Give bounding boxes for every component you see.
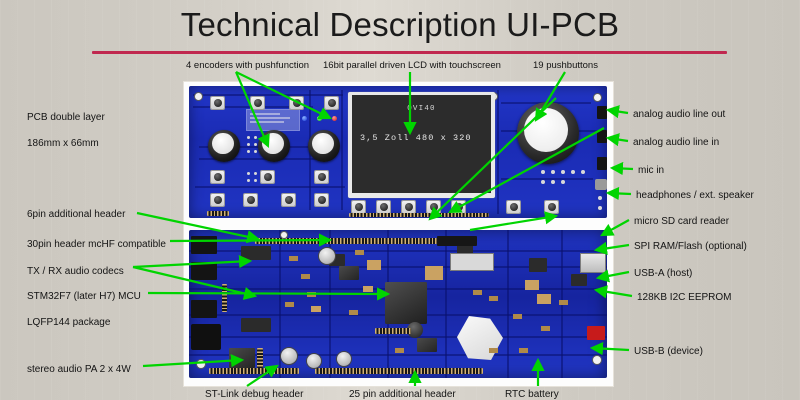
line-out-jack[interactable] [597, 106, 607, 119]
led-blue [302, 116, 307, 121]
electrolytic-capacitor [307, 354, 321, 368]
page-title: Technical Description UI-PCB [180, 6, 620, 43]
pushbutton[interactable] [261, 171, 274, 183]
bottom-edge-pads [349, 213, 489, 217]
callout-label-pushbuttons: 19 pushbuttons [533, 60, 598, 71]
pushbutton[interactable] [211, 97, 224, 109]
callout-label-pcb-layer: PCB double layer [27, 112, 105, 123]
callout-label-audio-codecs: TX / RX audio codecs [27, 266, 124, 277]
header-6pin [207, 211, 229, 216]
rotary-encoder[interactable] [258, 130, 290, 162]
title-underline-rule [92, 51, 727, 54]
pushbutton[interactable] [282, 194, 295, 206]
audio-codec-ic-tx [241, 246, 271, 260]
callout-label-hdr-25pin: 25 pin additional header [349, 389, 456, 400]
spi-ram-flash-ic [529, 258, 547, 272]
pushbutton[interactable] [290, 97, 303, 109]
callout-label-mcu: STM32F7 (later H7) MCU [27, 291, 141, 302]
callout-label-usb-b: USB-B (device) [634, 346, 703, 357]
electrolytic-capacitor [319, 248, 335, 264]
audio-jack[interactable] [191, 236, 217, 254]
power-jack[interactable] [191, 324, 221, 350]
rotary-encoder[interactable] [308, 130, 340, 162]
pushbutton[interactable] [211, 171, 224, 183]
audio-codec-ic-rx [241, 318, 271, 332]
pushbutton[interactable] [352, 201, 365, 213]
pushbutton[interactable] [244, 194, 257, 206]
callout-label-rtc-battery: RTC battery [505, 389, 559, 400]
headphone-jack[interactable] [595, 179, 607, 190]
pushbutton[interactable] [211, 194, 224, 206]
callout-label-lcd: 16bit parallel driven LCD with touchscre… [323, 60, 501, 71]
mic-in-jack[interactable] [597, 157, 607, 170]
callout-label-usb-a: USB-A (host) [634, 268, 693, 279]
stm32-mcu [385, 282, 427, 324]
pushbutton[interactable] [452, 201, 465, 213]
callout-label-line-out: analog audio line out [633, 109, 726, 120]
ui-board-top: OVI40 3,5 Zoll 480 x 320 [189, 86, 607, 218]
pushbutton[interactable] [545, 201, 558, 213]
header-25pin [315, 368, 483, 374]
callout-label-sd-reader: micro SD card reader [634, 216, 730, 227]
callout-label-headphones: headphones / ext. speaker [636, 190, 754, 201]
callout-label-hdr-6pin: 6pin additional header [27, 209, 126, 220]
audio-jack[interactable] [191, 262, 217, 280]
pcb-photo: OVI40 3,5 Zoll 480 x 320 [184, 82, 613, 386]
st-link-debug-header [375, 328, 411, 334]
header-30pin-mchf [255, 238, 455, 244]
bottom-edge-header-left [209, 368, 299, 374]
main-board-bottom [189, 230, 607, 378]
lcd-line-2: 3,5 Zoll 480 x 320 [360, 133, 472, 143]
callout-label-mic-in: mic in [638, 165, 665, 176]
callout-label-eeprom: 128KB I2C EEPROM [637, 292, 732, 303]
left-edge-pinstrip [222, 284, 227, 312]
pushbutton[interactable] [377, 201, 390, 213]
stereo-audio-pa-ic [229, 348, 255, 368]
pushbutton[interactable] [402, 201, 415, 213]
callout-label-audio-pa: stereo audio PA 2 x 4W [27, 364, 131, 375]
lcd-line-1: OVI40 [407, 105, 436, 113]
regulator-ic [339, 266, 359, 280]
capacitor [407, 322, 423, 338]
callout-label-stlink: ST-Link debug header [205, 389, 304, 400]
callout-label-line-in: analog audio line in [633, 137, 720, 148]
usb-a-host-connector[interactable] [581, 254, 605, 272]
pushbutton[interactable] [251, 97, 264, 109]
usb-b-device-connector[interactable] [587, 326, 605, 340]
line-in-jack[interactable] [597, 130, 607, 143]
rotary-encoder[interactable] [208, 130, 240, 162]
callout-label-spi-ram: SPI RAM/Flash (optional) [634, 241, 747, 252]
regulator-ic [417, 338, 437, 352]
audio-jack[interactable] [191, 300, 217, 318]
electrolytic-capacitor [337, 352, 351, 366]
callout-label-pcb-size: 186mm x 66mm [27, 138, 99, 149]
pushbutton[interactable] [507, 201, 520, 213]
electrolytic-capacitor [281, 348, 297, 364]
lcd-touchscreen[interactable]: OVI40 3,5 Zoll 480 x 320 [348, 92, 495, 198]
callout-label-encoders: 4 encoders with pushfunction [186, 60, 310, 71]
main-tuning-encoder[interactable] [517, 102, 579, 164]
pushbutton[interactable] [325, 97, 338, 109]
i2c-eeprom-ic [571, 274, 587, 286]
pushbutton[interactable] [315, 171, 328, 183]
callout-label-package: LQFP144 package [27, 317, 111, 328]
pushbutton[interactable] [427, 201, 440, 213]
led-red [332, 116, 337, 121]
lcd-screen-area: OVI40 3,5 Zoll 480 x 320 [352, 95, 491, 193]
pushbutton[interactable] [315, 194, 328, 206]
micro-sd-card-reader[interactable] [451, 254, 493, 270]
led-green [317, 116, 322, 121]
callout-label-hdr-30pin: 30pin header mcHF compatible [27, 239, 166, 250]
